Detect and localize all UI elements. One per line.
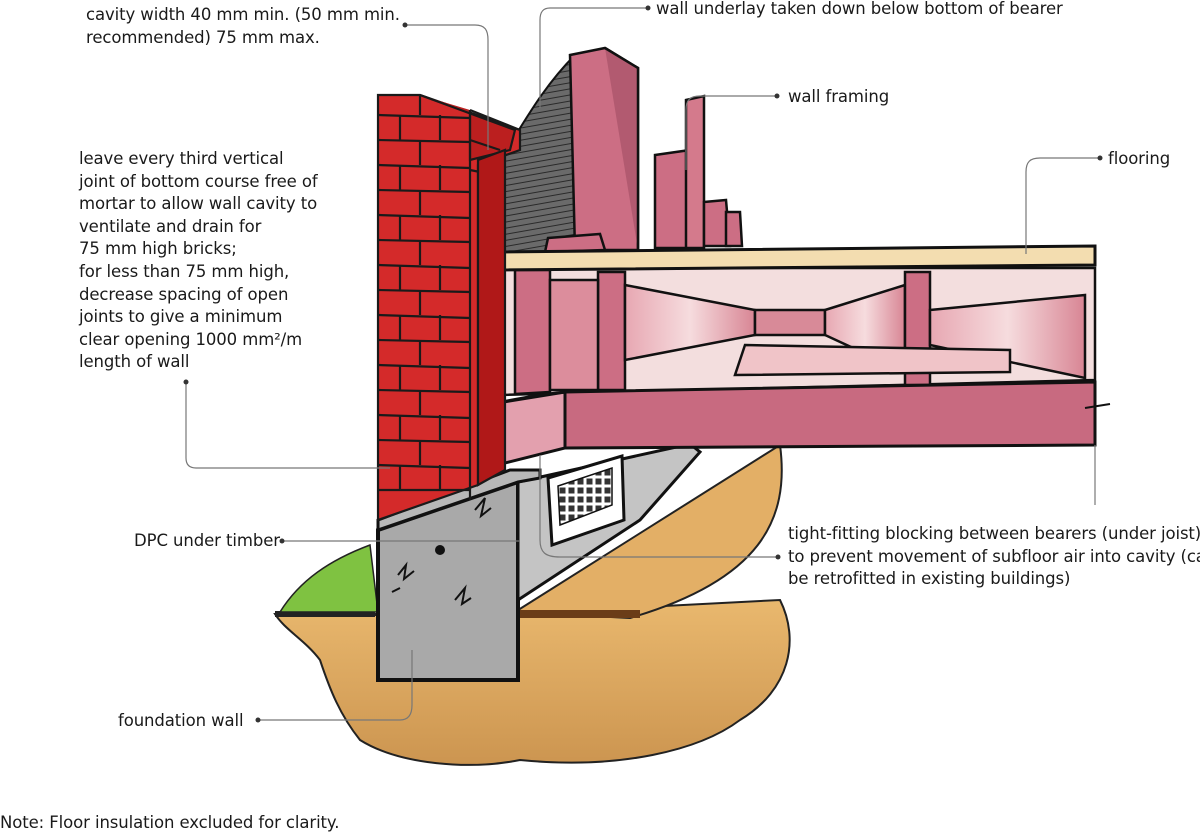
label-line: for less than 75 mm high, (79, 261, 290, 281)
label-flooring: flooring (1108, 149, 1171, 168)
leader-ventilation (185, 382, 390, 469)
label-wall-underlay: wall underlay taken down below bottom of… (656, 0, 1063, 18)
label-line: ventilate and drain for (79, 216, 262, 236)
label-dpc: DPC under timber (134, 531, 280, 550)
label-line: cavity width 40 mm min. (50 mm min. (86, 5, 400, 24)
vent-grille (546, 454, 626, 548)
leader-foundation (258, 650, 413, 721)
leader-dots (183, 5, 1103, 723)
leader-wall-underlay (539, 7, 648, 108)
bearer (483, 380, 1111, 470)
wall-framing (543, 46, 744, 254)
label-cavity-width: cavity width 40 mm min. (50 mm min. reco… (86, 4, 400, 49)
label-foundation: foundation wall (118, 711, 244, 730)
label-line: 75 mm high bricks; (79, 239, 237, 259)
label-line: leave every third vertical (79, 149, 284, 168)
label-line: joints to give a minimum (79, 307, 283, 327)
label-blocking: tight-fitting blocking between bearers (… (788, 523, 1200, 591)
floor-joists (498, 266, 1097, 397)
brick-veneer (376, 93, 522, 522)
label-ventilation: leave every third vertical joint of bott… (79, 148, 318, 374)
label-line: tight-fitting blocking between bearers (… (788, 524, 1200, 543)
label-wall-framing: wall framing (788, 87, 890, 106)
label-line: clear opening 1000 mm²/m (79, 329, 303, 349)
label-line: mortar to allow wall cavity to (79, 194, 318, 214)
label-line: to prevent movement of subfloor air into… (788, 546, 1200, 566)
label-line: be retrofitted in existing buildings) (788, 569, 1071, 589)
label-line: recommended) 75 mm max. (86, 27, 320, 47)
note-text: Note: Floor insulation excluded for clar… (0, 813, 340, 832)
leader-cavity-width (405, 24, 489, 150)
label-line: joint of bottom course free of (79, 171, 318, 191)
flooring-board (498, 244, 1097, 272)
label-line: length of wall (79, 352, 190, 372)
leader-flooring (1025, 157, 1100, 254)
leader-lines (185, 7, 1100, 721)
leader-wall-framing (685, 95, 777, 170)
leader-blocking (539, 455, 778, 558)
label-line: decrease spacing of open (79, 284, 289, 304)
